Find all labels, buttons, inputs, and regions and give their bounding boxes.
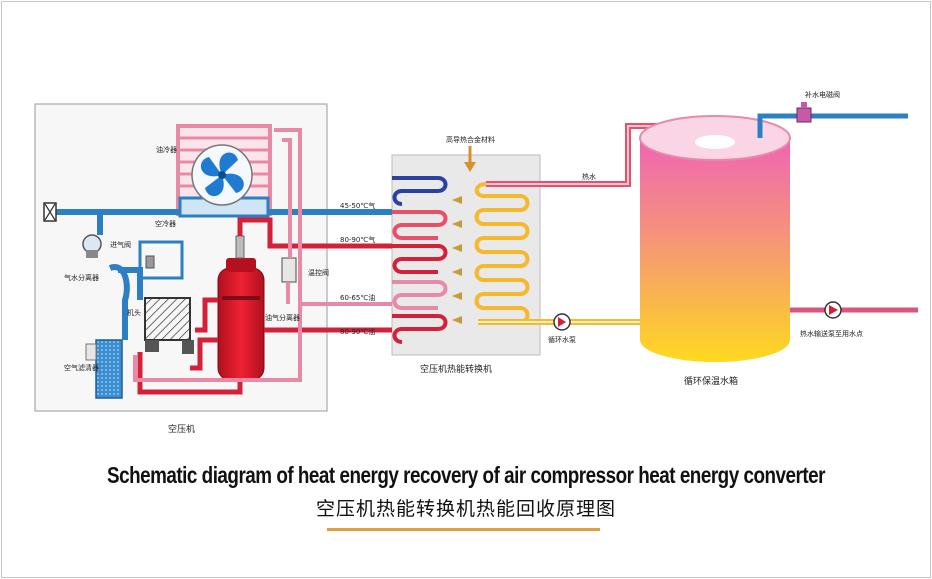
makeup-water-pipe xyxy=(757,113,908,138)
converter-right-coils xyxy=(474,182,530,324)
label-temp-1: 45-50℃气 xyxy=(340,201,375,210)
fan-icon xyxy=(191,144,253,206)
circulation-pump-icon xyxy=(553,313,571,331)
label-compressor: 空压机 xyxy=(168,423,195,435)
label-machine-head: 机头 xyxy=(127,308,141,317)
label-water-separator: 气水分离器 xyxy=(64,273,99,282)
label-hot-water: 热水 xyxy=(582,172,596,181)
title-underline xyxy=(327,528,600,531)
label-alloy-material: 高导热合金材料 xyxy=(446,135,495,144)
alloy-arrow-icon xyxy=(464,146,476,172)
storage-tank xyxy=(639,115,791,362)
label-air-filter: 空气滤清器 xyxy=(64,363,99,372)
heat-arrows xyxy=(452,196,462,324)
label-delivery: 热水输送泵至用水点 xyxy=(800,329,863,338)
oil-pipes-pink xyxy=(133,128,392,382)
machine-head-icon xyxy=(144,297,194,354)
title-english: Schematic diagram of heat energy recover… xyxy=(106,462,825,488)
delivery-pump-icon xyxy=(824,301,842,319)
label-air-cooler: 空冷器 xyxy=(155,219,176,228)
converter-left-coils xyxy=(392,176,448,344)
label-circ-pump: 循环水泵 xyxy=(548,335,576,344)
label-solenoid: 补水电磁阀 xyxy=(805,90,840,99)
title-chinese: 空压机热能转换机热能回收原理图 xyxy=(315,498,616,520)
label-oil-separator: 油气分离器 xyxy=(265,313,300,322)
label-oil-cooler: 油冷器 xyxy=(156,145,177,154)
intake-valve-icon xyxy=(138,240,184,280)
temp-valve-icon xyxy=(281,257,297,283)
air-filter-icon xyxy=(85,339,123,399)
solenoid-valve-icon xyxy=(796,102,812,123)
label-temp-2: 80-90℃气 xyxy=(340,235,375,244)
label-temp-valve: 温控阀 xyxy=(308,268,329,277)
label-temp-3: 60-65℃油 xyxy=(340,293,375,302)
label-converter: 空压机热能转换机 xyxy=(420,363,492,375)
water-separator-icon xyxy=(82,234,102,258)
label-temp-4: 80-90℃油 xyxy=(340,327,375,336)
oil-pipes-red xyxy=(137,217,392,395)
label-tank: 循环保温水箱 xyxy=(684,375,738,387)
label-intake-valve: 进气阀 xyxy=(110,240,131,249)
oil-separator-icon xyxy=(217,235,265,381)
